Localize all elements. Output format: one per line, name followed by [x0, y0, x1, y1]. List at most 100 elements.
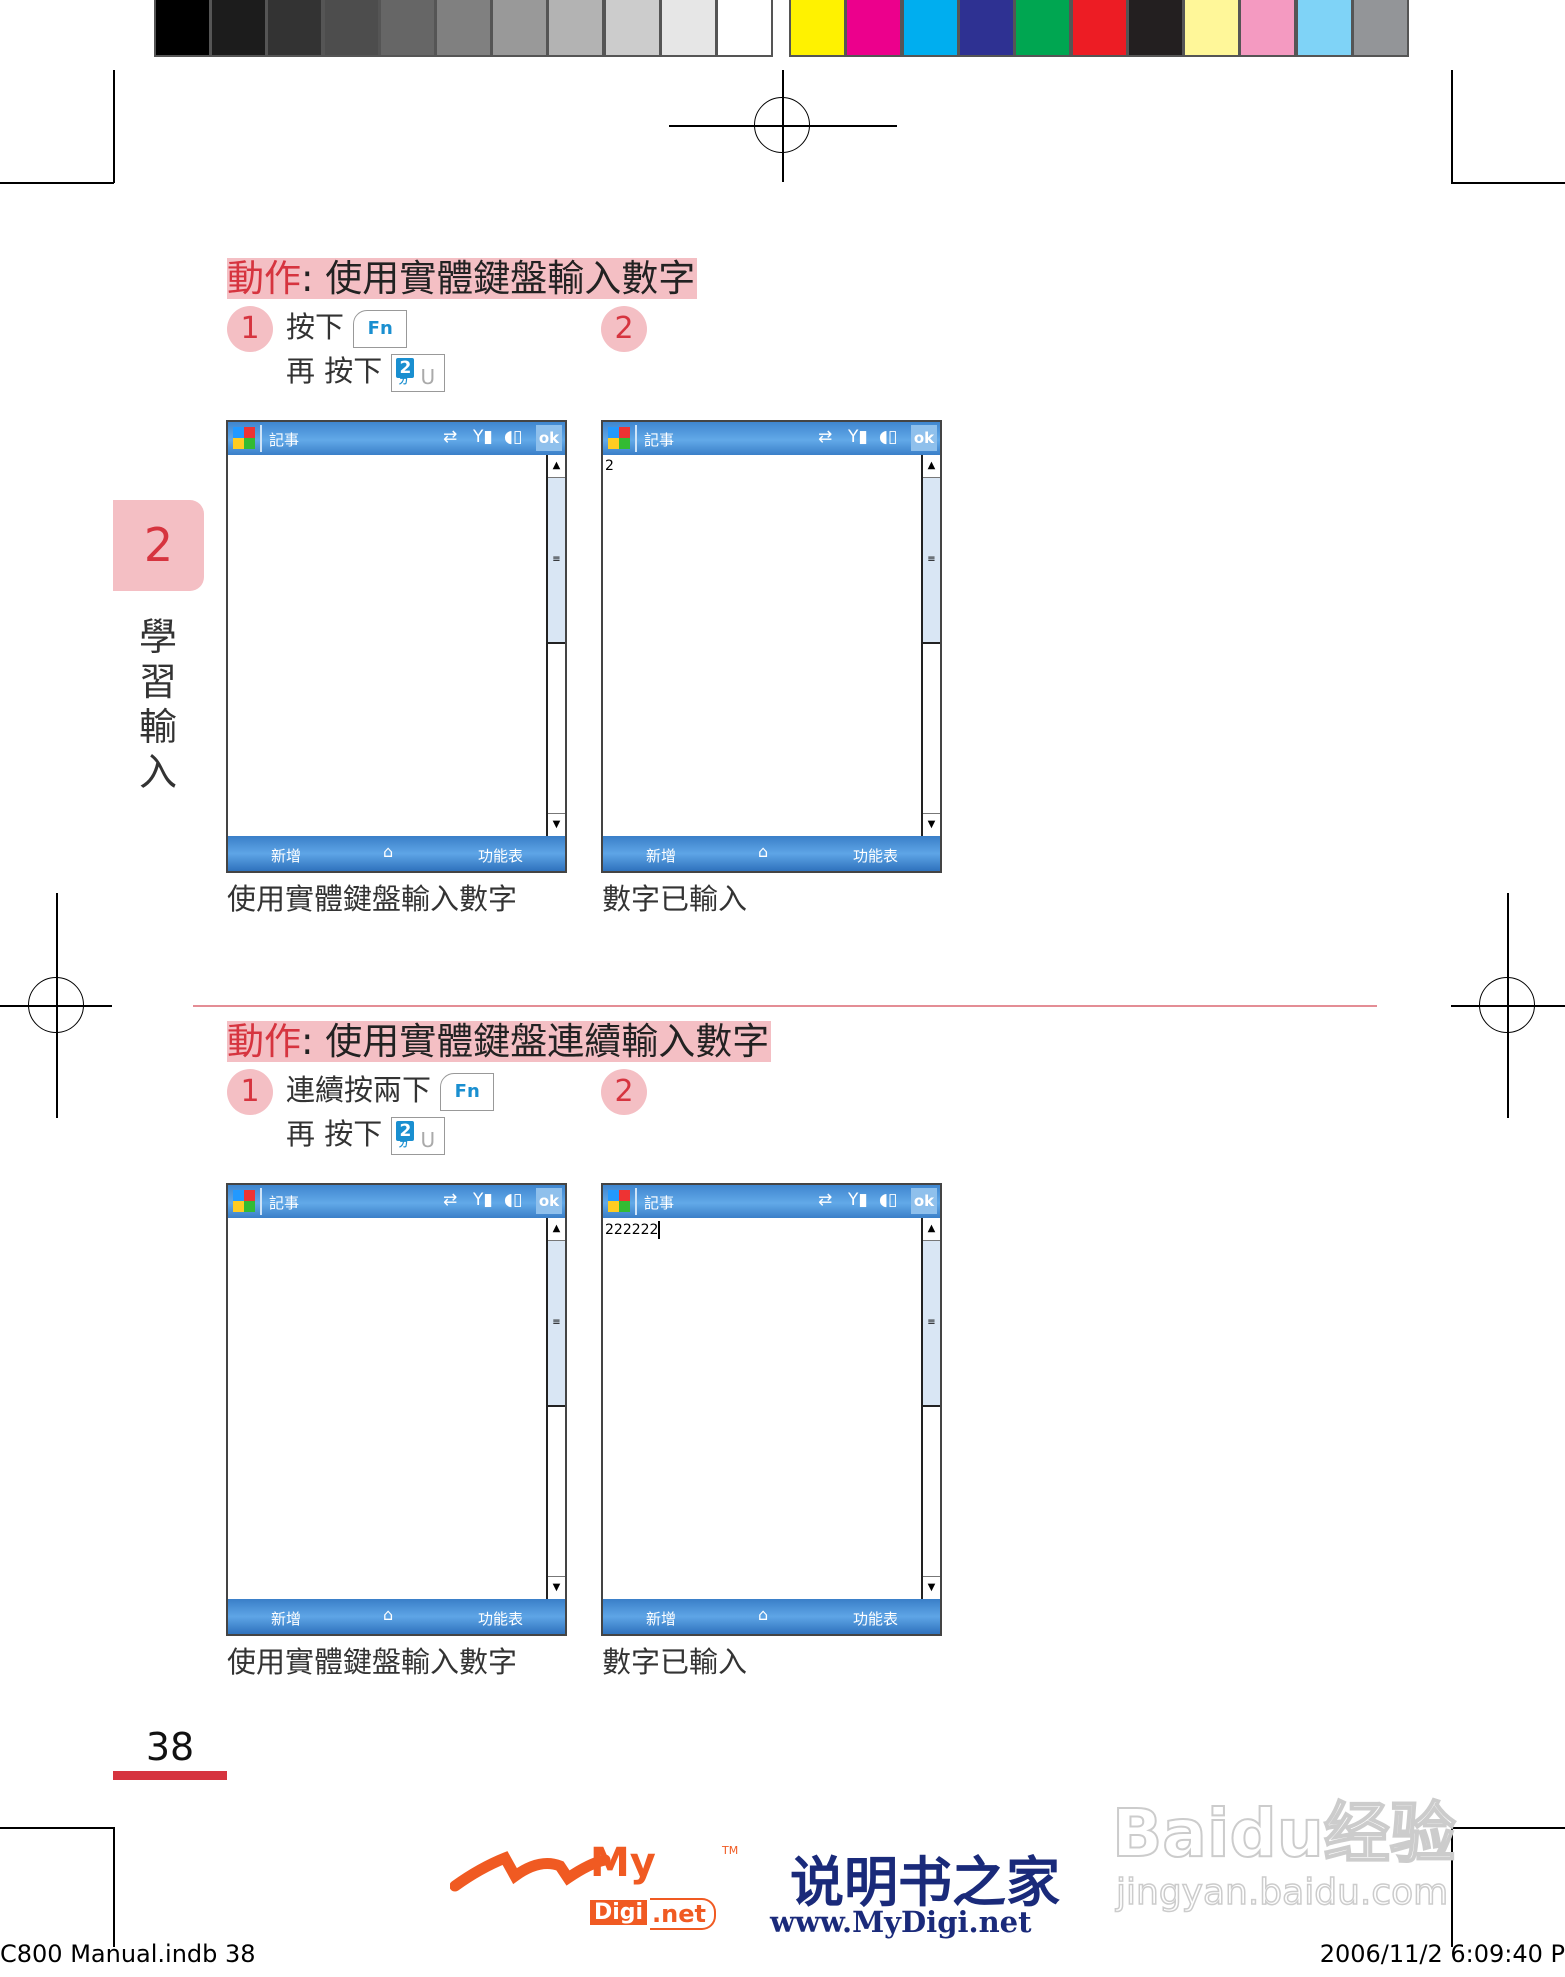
menu-softkey[interactable]: 功能表: [853, 1610, 899, 1628]
scroll-down-arrow-icon[interactable]: ▼: [548, 813, 565, 836]
ok-button[interactable]: ok: [536, 1188, 562, 1214]
scroll-down-arrow-icon[interactable]: ▼: [923, 813, 940, 836]
keyboard-icon[interactable]: ⌂: [758, 1605, 769, 1624]
registration-circle: [754, 97, 810, 153]
scroll-up-arrow-icon[interactable]: ▲: [923, 455, 940, 478]
chapter-label: 學習輸入: [138, 615, 177, 794]
color-swatch: [957, 0, 1015, 57]
gray-swatch: [378, 0, 436, 57]
menu-softkey[interactable]: 功能表: [478, 847, 524, 865]
new-softkey[interactable]: 新增: [646, 847, 677, 865]
color-swatch: [1295, 0, 1353, 57]
volume-icon[interactable]: ◖▯: [504, 1190, 523, 1210]
baidu-watermark: Baidu经验: [1111, 1794, 1457, 1873]
app-title: 記事: [644, 1194, 675, 1212]
keyboard-icon[interactable]: ⌂: [758, 842, 769, 861]
new-softkey[interactable]: 新增: [271, 847, 302, 865]
app-title: 記事: [269, 1194, 300, 1212]
section-divider: [193, 1005, 1377, 1007]
footer-file-info: C800 Manual.indb 38: [0, 1940, 256, 1968]
note-text-area[interactable]: 2: [605, 458, 614, 474]
color-swatch: [1126, 0, 1184, 57]
crop-mark: [1451, 1827, 1453, 1947]
keyboard-icon[interactable]: ⌂: [383, 1605, 394, 1624]
scrollbar-thumb[interactable]: ≡: [548, 478, 565, 644]
ok-button[interactable]: ok: [911, 1188, 937, 1214]
menu-softkey[interactable]: 功能表: [478, 1610, 524, 1628]
scrollbar-thumb[interactable]: ≡: [923, 1241, 940, 1407]
step-number: 1: [227, 306, 273, 352]
crop-mark: [1451, 1827, 1565, 1829]
color-swatch: [1183, 0, 1241, 57]
section-heading: 動作: 使用實體鍵盤輸入數字: [227, 257, 698, 300]
scrollbar-thumb[interactable]: ≡: [923, 478, 940, 644]
signal-icon[interactable]: Y▮: [848, 1190, 868, 1210]
volume-icon[interactable]: ◖▯: [504, 427, 523, 447]
sync-icon[interactable]: ⇄: [443, 427, 458, 447]
menu-softkey[interactable]: 功能表: [853, 847, 899, 865]
device-screenshot: 記事 ⇄ Y▮ ◖▯ ok ▲ ≡ ▼ 新增 ⌂ 功能表: [226, 420, 567, 873]
device-screenshot: 記事 ⇄ Y▮ ◖▯ ok ▲ ≡ ▼ 新增 ⌂ 功能表: [226, 1183, 567, 1636]
new-softkey[interactable]: 新增: [646, 1610, 677, 1628]
device-screenshot: 記事 ⇄ Y▮ ◖▯ ok 2 ▲ ≡ ▼ 新增 ⌂ 功能表: [601, 420, 942, 873]
step-instruction: 按下 Fn: [286, 304, 408, 348]
windows-start-icon[interactable]: [608, 1190, 630, 1212]
scroll-down-arrow-icon[interactable]: ▼: [923, 1576, 940, 1599]
title-bar: 記事 ⇄ Y▮ ◖▯ ok: [228, 1185, 565, 1218]
windows-start-icon[interactable]: [233, 427, 255, 449]
fn-key-icon: Fn: [353, 310, 408, 348]
sync-icon[interactable]: ⇄: [818, 1190, 833, 1210]
signal-icon[interactable]: Y▮: [473, 1190, 493, 1210]
screenshot-caption: 數字已輸入: [602, 882, 748, 916]
sync-icon[interactable]: ⇄: [443, 1190, 458, 1210]
color-swatch: [901, 0, 959, 57]
scroll-up-arrow-icon[interactable]: ▲: [548, 455, 565, 478]
registration-circle: [28, 977, 84, 1033]
windows-start-icon[interactable]: [608, 427, 630, 449]
ok-button[interactable]: ok: [536, 425, 562, 451]
crop-mark: [0, 182, 114, 184]
screenshot-caption: 使用實體鍵盤輸入數字: [227, 882, 518, 916]
crop-mark: [0, 1827, 114, 1829]
sync-icon[interactable]: ⇄: [818, 427, 833, 447]
signal-icon[interactable]: Y▮: [473, 427, 493, 447]
step-number: 2: [601, 306, 647, 352]
gray-swatch: [603, 0, 661, 57]
keyboard-icon[interactable]: ⌂: [383, 842, 394, 861]
scrollbar[interactable]: ▲ ≡ ▼: [546, 455, 565, 836]
gray-swatch: [547, 0, 605, 57]
step-number: 2: [601, 1069, 647, 1115]
scrollbar[interactable]: ▲ ≡ ▼: [921, 1218, 940, 1599]
crop-mark: [113, 70, 115, 183]
section-heading: 動作: 使用實體鍵盤連續輸入數字: [227, 1020, 772, 1063]
volume-icon[interactable]: ◖▯: [879, 427, 898, 447]
color-swatch: [1014, 0, 1072, 57]
softkey-bar: 新增 ⌂ 功能表: [228, 836, 565, 871]
scroll-down-arrow-icon[interactable]: ▼: [548, 1576, 565, 1599]
page-number: 38: [145, 1725, 195, 1769]
scroll-up-arrow-icon[interactable]: ▲: [548, 1218, 565, 1241]
gray-swatch: [210, 0, 268, 57]
scrollbar[interactable]: ▲ ≡ ▼: [921, 455, 940, 836]
volume-icon[interactable]: ◖▯: [879, 1190, 898, 1210]
scrollbar-thumb[interactable]: ≡: [548, 1241, 565, 1407]
scrollbar[interactable]: ▲ ≡ ▼: [546, 1218, 565, 1599]
ok-button[interactable]: ok: [911, 425, 937, 451]
signal-icon[interactable]: Y▮: [848, 427, 868, 447]
scroll-up-arrow-icon[interactable]: ▲: [923, 1218, 940, 1241]
mydigi-logo: My TM Digi .net: [450, 1838, 750, 1938]
baidu-url-watermark: jingyan.baidu.com: [1115, 1871, 1449, 1914]
app-title: 記事: [269, 431, 300, 449]
device-screenshot: 記事 ⇄ Y▮ ◖▯ ok 222222 ▲ ≡ ▼ 新增 ⌂ 功能表: [601, 1183, 942, 1636]
color-swatch: [789, 0, 846, 57]
softkey-bar: 新增 ⌂ 功能表: [603, 836, 940, 871]
screenshot-caption: 數字已輸入: [602, 1645, 748, 1679]
title-bar: 記事 ⇄ Y▮ ◖▯ ok: [603, 422, 940, 455]
softkey-bar: 新增 ⌂ 功能表: [603, 1599, 940, 1634]
windows-start-icon[interactable]: [233, 1190, 255, 1212]
new-softkey[interactable]: 新增: [271, 1610, 302, 1628]
note-text-area[interactable]: 222222: [605, 1221, 661, 1239]
